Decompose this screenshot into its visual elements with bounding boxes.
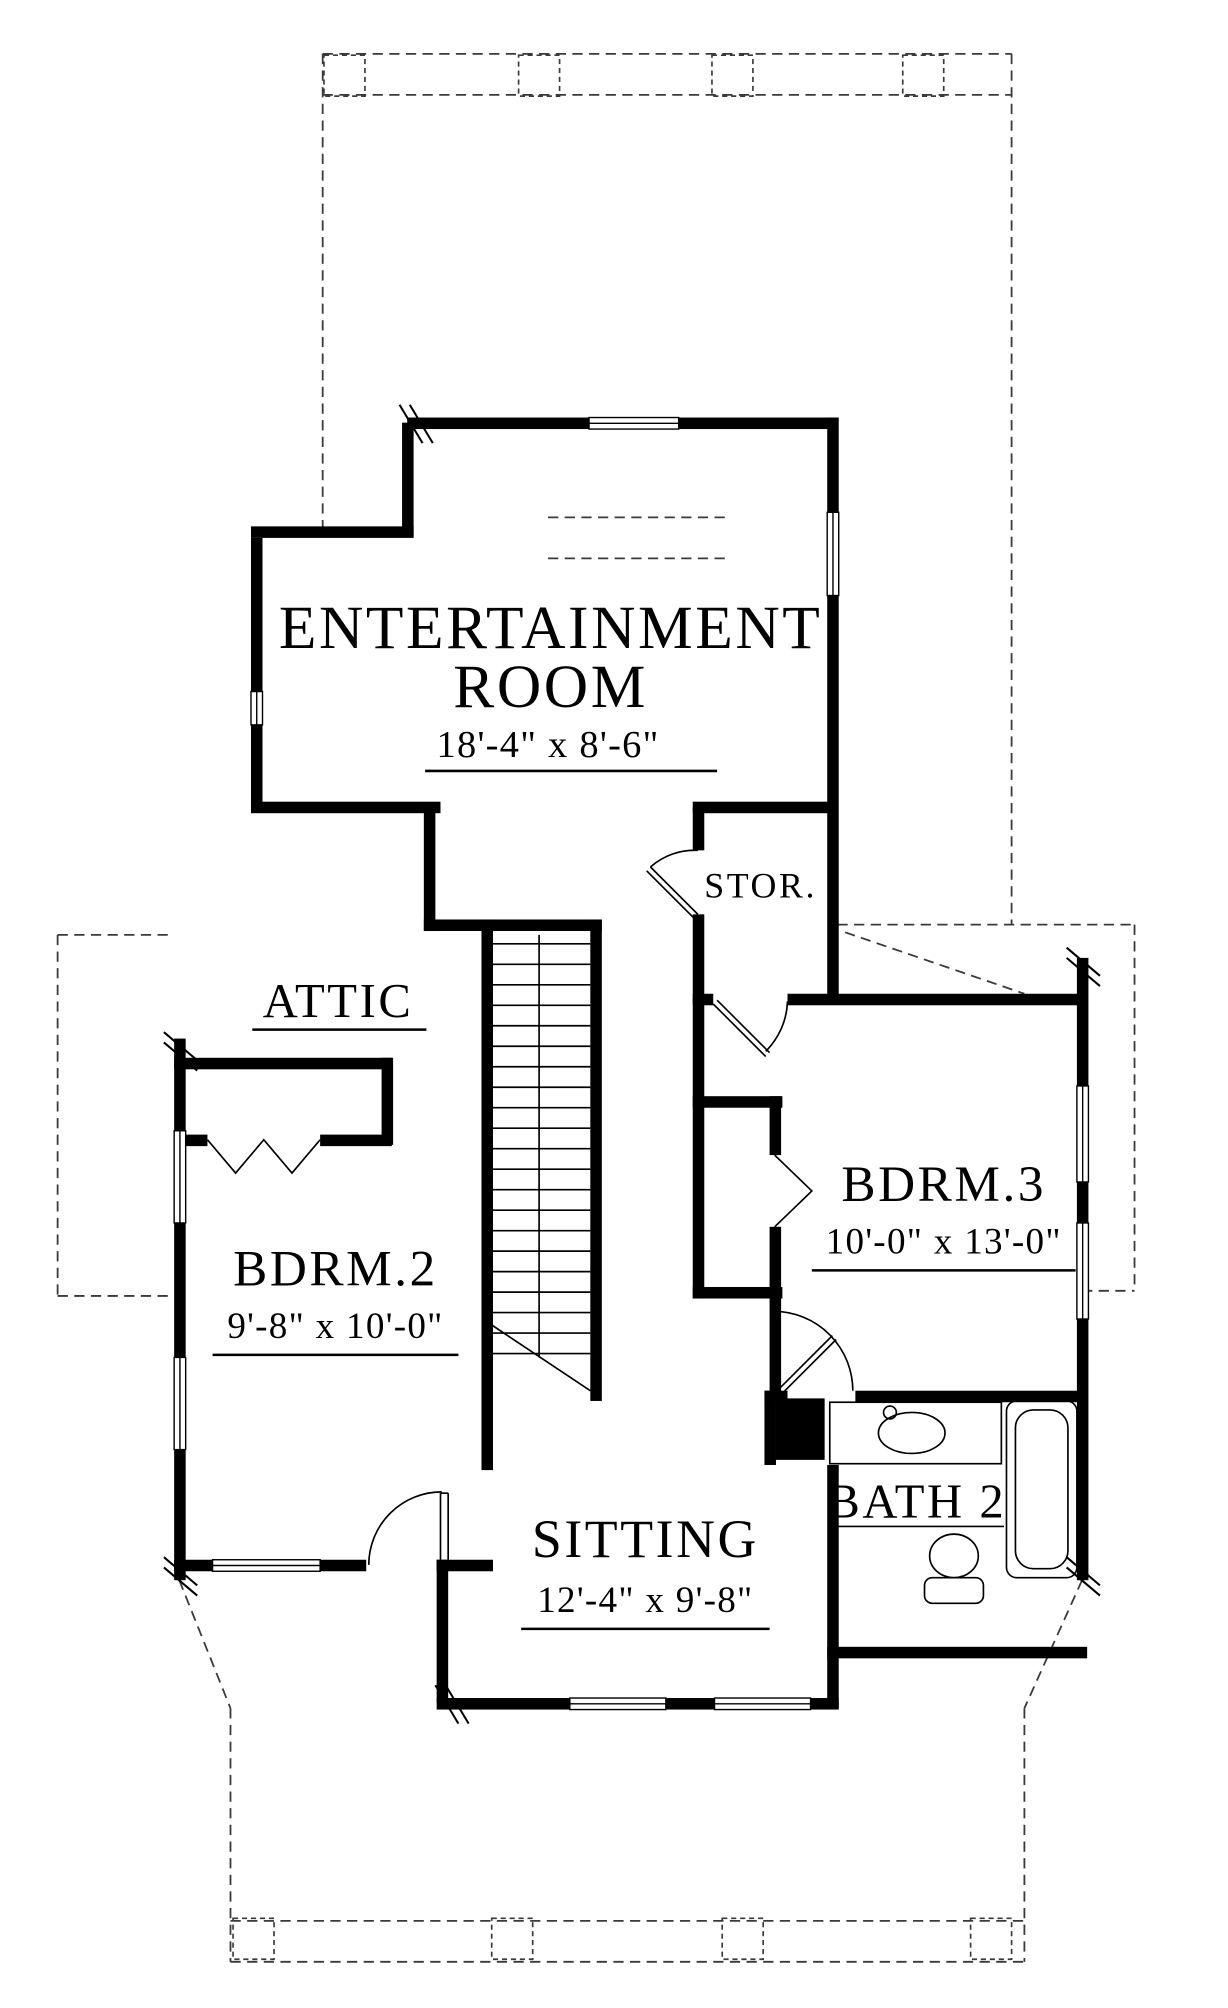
entertainment-dims: 18'-4" x 8'-6" — [436, 724, 659, 766]
window-icon — [211, 1559, 321, 1572]
sitting-dims: 12'-4" x 9'-8" — [537, 1580, 753, 1621]
window-icon — [569, 1697, 667, 1711]
entertainment-name-line1: ENTERTAINMENT — [279, 594, 823, 662]
post-icon — [232, 1917, 275, 1961]
porch-posts — [232, 54, 1013, 1961]
attic-name: ATTIC — [263, 974, 414, 1028]
bedroom3-name: BDRM.3 — [841, 1156, 1046, 1213]
bedroom2-dims: 9'-8" x 10'-0" — [227, 1306, 443, 1347]
toilet-icon — [923, 1533, 985, 1605]
staircase — [489, 934, 591, 1392]
room-label-sitting: SITTING 12'-4" x 9'-8" — [521, 1509, 770, 1631]
window-icon — [588, 416, 680, 430]
window-icon — [250, 690, 264, 726]
window-icon — [1076, 1085, 1090, 1183]
post-icon — [323, 54, 366, 97]
post-icon — [711, 54, 754, 97]
stair-break-line — [489, 1323, 591, 1392]
window-icon — [173, 1130, 187, 1224]
room-label-bath2: BATH 2 — [827, 1474, 1006, 1528]
bedroom3-dims: 10'-0" x 13'-0" — [826, 1222, 1062, 1263]
door-bedroom2 — [367, 1491, 450, 1565]
room-label-storage: STOR. — [704, 866, 817, 906]
room-labels: ENTERTAINMENT ROOM 18'-4" x 8'-6" STOR. … — [212, 594, 1076, 1631]
post-icon — [517, 54, 561, 97]
room-label-bedroom2: BDRM.2 9'-8" x 10'-0" — [212, 1241, 459, 1357]
post-icon — [969, 1917, 1013, 1961]
bath-cabinet — [775, 1398, 825, 1460]
bath-fixtures — [775, 1398, 1078, 1605]
sink-counter-icon — [828, 1401, 1003, 1465]
wall-break-marks — [163, 404, 1101, 1725]
room-label-attic: ATTIC — [252, 974, 427, 1031]
windows — [173, 416, 1090, 1711]
window-icon — [826, 511, 840, 597]
doors — [206, 849, 854, 1565]
storage-name: STOR. — [704, 866, 817, 906]
window-icon — [1076, 1222, 1090, 1320]
window-icon — [173, 1356, 187, 1451]
entertainment-name-line2: ROOM — [453, 653, 648, 721]
sitting-name: SITTING — [532, 1509, 759, 1569]
post-icon — [901, 54, 945, 97]
post-icon — [490, 1917, 534, 1961]
walls — [174, 417, 1089, 1710]
door-storage — [646, 849, 699, 919]
door-bath2 — [774, 1310, 854, 1396]
post-icon — [721, 1917, 765, 1961]
bath2-name: BATH 2 — [827, 1474, 1006, 1528]
bathtub-icon — [1005, 1400, 1078, 1579]
window-icon — [713, 1697, 812, 1711]
roofline-dashed-lines — [56, 52, 1136, 1963]
bifold-door-bedroom3-closet — [774, 1154, 814, 1228]
room-label-entertainment: ENTERTAINMENT ROOM 18'-4" x 8'-6" — [279, 594, 823, 773]
bifold-door-bedroom2-closet — [206, 1138, 321, 1175]
door-bedroom3 — [712, 999, 789, 1058]
room-label-bedroom3: BDRM.3 10'-0" x 13'-0" — [811, 1156, 1076, 1272]
bedroom2-name: BDRM.2 — [233, 1241, 438, 1298]
